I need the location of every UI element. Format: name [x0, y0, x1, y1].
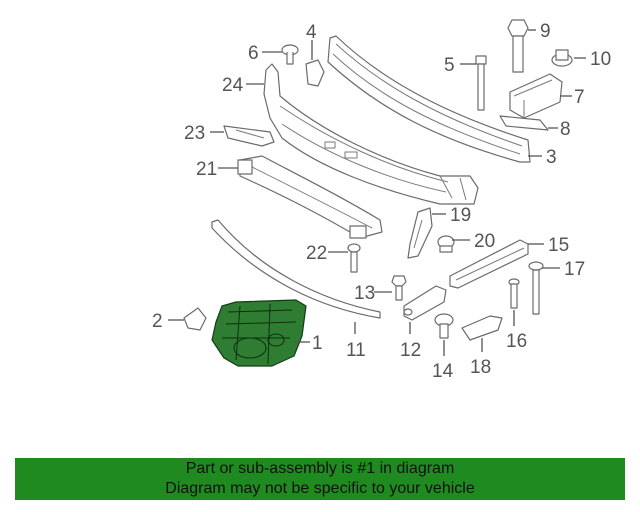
- part-20-nut: [437, 235, 455, 253]
- part-16-bolt: [508, 278, 520, 309]
- callout-14: 14: [432, 361, 454, 382]
- callout-23: 23: [184, 123, 205, 144]
- banner-line-2: Diagram may not be specific to your vehi…: [165, 480, 475, 497]
- part-3-reinforcement-bar: [327, 35, 531, 163]
- part-17-bolt: [528, 261, 544, 315]
- callout-13: 13: [354, 283, 375, 304]
- leader-lines: [168, 29, 586, 356]
- part-2-clip: [183, 307, 207, 331]
- callout-6: 6: [248, 43, 259, 64]
- callout-22: 22: [306, 243, 327, 264]
- part-19-vertical-bracket: [407, 207, 433, 259]
- callout-5: 5: [444, 55, 455, 76]
- callout-10: 10: [590, 49, 611, 70]
- callout-4: 4: [306, 22, 317, 43]
- callout-16: 16: [506, 331, 527, 352]
- callout-15: 15: [548, 235, 569, 256]
- callout-12: 12: [400, 340, 421, 361]
- part-15-side-bracket: [449, 239, 529, 289]
- callout-3: 3: [546, 147, 557, 168]
- part-10-nut: [551, 49, 573, 67]
- callout-1: 1: [312, 333, 323, 354]
- callout-21: 21: [196, 159, 217, 180]
- callout-8: 8: [560, 119, 571, 140]
- callout-24: 24: [222, 75, 244, 96]
- callout-20: 20: [474, 231, 495, 252]
- callout-labels: 1 2 3 4 5 6 7 8 9 10 11 12 13 14 15 16 1…: [152, 21, 611, 382]
- callout-19: 19: [450, 205, 471, 226]
- part-12-block: [403, 285, 447, 321]
- callout-2: 2: [152, 311, 163, 332]
- part-8-plate: [499, 115, 549, 131]
- part-13-bolt: [391, 275, 407, 301]
- callout-9: 9: [540, 21, 551, 42]
- info-banner: Part or sub-assembly is #1 in diagram Di…: [15, 458, 625, 500]
- callout-7: 7: [574, 87, 585, 108]
- part-5-bolt: [475, 55, 487, 111]
- part-18-shield: [461, 315, 503, 341]
- part-24-bumper-carrier: [263, 63, 479, 205]
- callout-11: 11: [346, 340, 366, 361]
- part-21-lower-rail: [237, 155, 383, 239]
- part-6-push-nut: [281, 44, 299, 65]
- callout-17: 17: [564, 259, 585, 280]
- banner-line-1: Part or sub-assembly is #1 in diagram: [185, 460, 455, 477]
- part-1-highlighted-assembly: [211, 299, 307, 367]
- part-11-lower-strip: [211, 219, 381, 319]
- parts-diagram: 1 2 3 4 5 6 7 8 9 10 11 12 13 14 15 16 1…: [152, 19, 611, 382]
- part-7-mount-bracket: [509, 73, 563, 119]
- part-9-bolt: [507, 19, 529, 73]
- part-4-clip: [305, 59, 325, 87]
- part-23-bracket: [223, 125, 275, 147]
- part-14-bolt: [434, 313, 454, 339]
- callout-18: 18: [470, 357, 491, 378]
- part-22-bolt: [347, 243, 361, 273]
